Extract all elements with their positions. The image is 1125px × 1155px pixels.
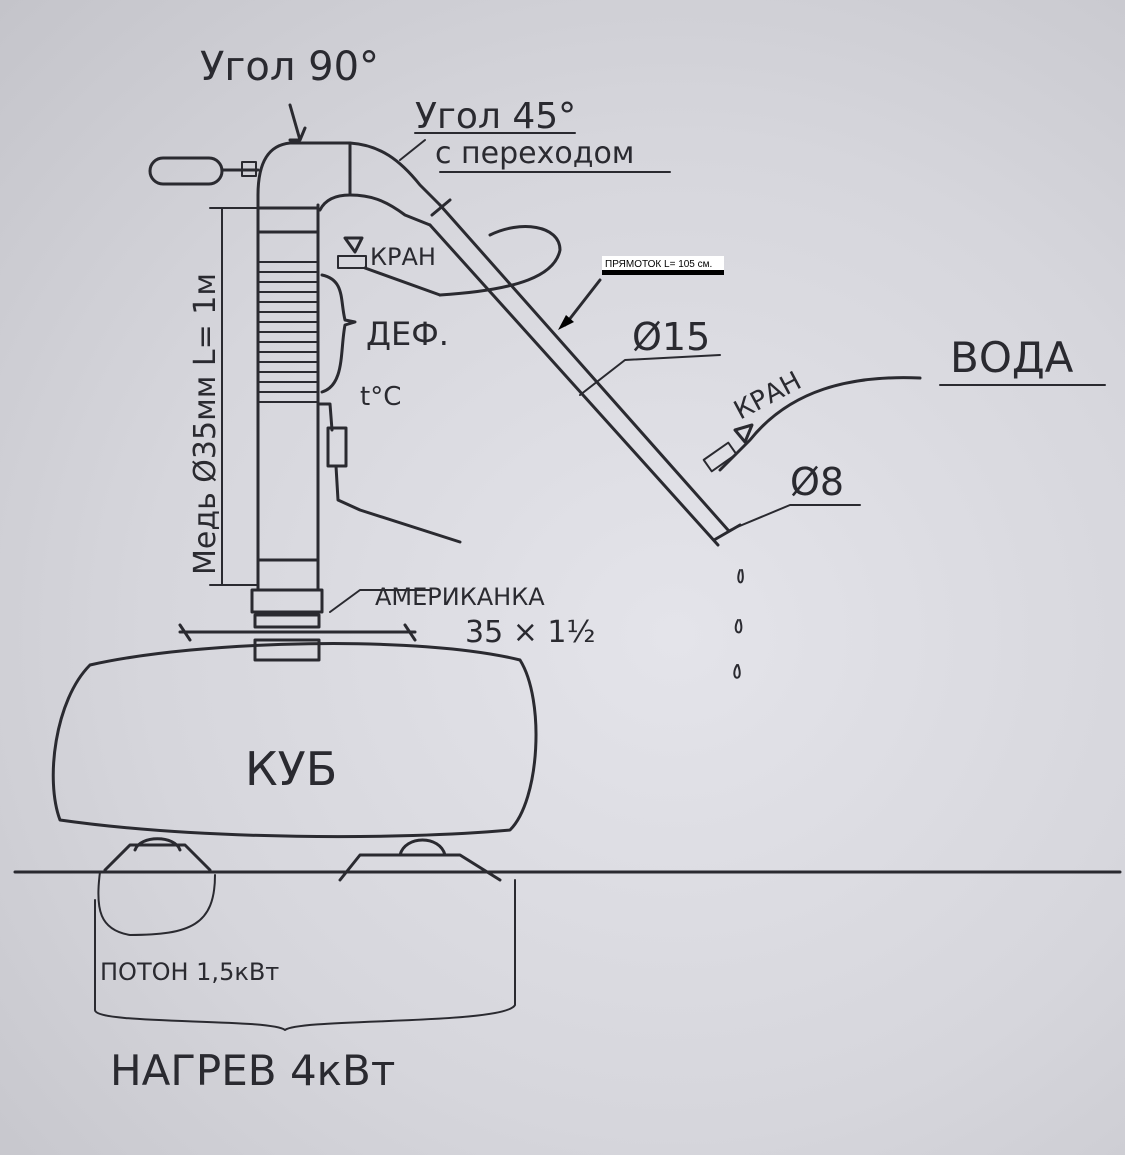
callout-arrows xyxy=(399,139,861,531)
label-column-spec: Медь Ø35мм L= 1м xyxy=(188,273,223,575)
dephlegmator-coil xyxy=(257,261,357,403)
label-water: ВОДА xyxy=(950,333,1074,382)
label-dephlegmator: ДЕФ. xyxy=(366,315,449,353)
label-elbow-90: Угол 90° xyxy=(200,44,379,90)
label-elbow-45: Угол 45° xyxy=(415,96,576,137)
heaters xyxy=(13,837,1122,1031)
label-union: АМЕРИКАНКА xyxy=(375,583,545,611)
label-union-size: 35 × 1½ xyxy=(465,615,596,650)
label-diameter-8: Ø8 xyxy=(790,460,844,504)
elbow-90 xyxy=(256,103,352,212)
union-fitting xyxy=(250,588,431,662)
liebig-condenser xyxy=(428,198,742,547)
drops xyxy=(733,569,744,679)
label-valve-water: КРАН xyxy=(729,366,806,426)
valve-top-icon xyxy=(337,236,367,269)
label-valve-top: КРАН xyxy=(370,243,436,271)
column-dimension xyxy=(209,207,259,586)
label-diameter-15: Ø15 xyxy=(632,315,710,359)
elbow-45 xyxy=(348,141,442,227)
label-adapter: с переходом xyxy=(435,136,634,171)
label-liebig: ПРЯМОТОК L= 105 см. xyxy=(605,259,712,270)
boiler-cube xyxy=(51,623,538,839)
water-loop xyxy=(363,225,562,297)
label-heater-small: ПОТОН 1,5кВт xyxy=(100,958,279,986)
thermo-probe xyxy=(316,402,462,544)
label-temperature: t°C xyxy=(360,382,401,412)
thermometer-top xyxy=(148,156,260,186)
label-heater-total: НАГРЕВ 4кВт xyxy=(110,1046,395,1095)
label-boiler: КУБ xyxy=(245,742,337,796)
water-inlet xyxy=(702,376,922,473)
liebig-callout-box xyxy=(602,256,724,270)
